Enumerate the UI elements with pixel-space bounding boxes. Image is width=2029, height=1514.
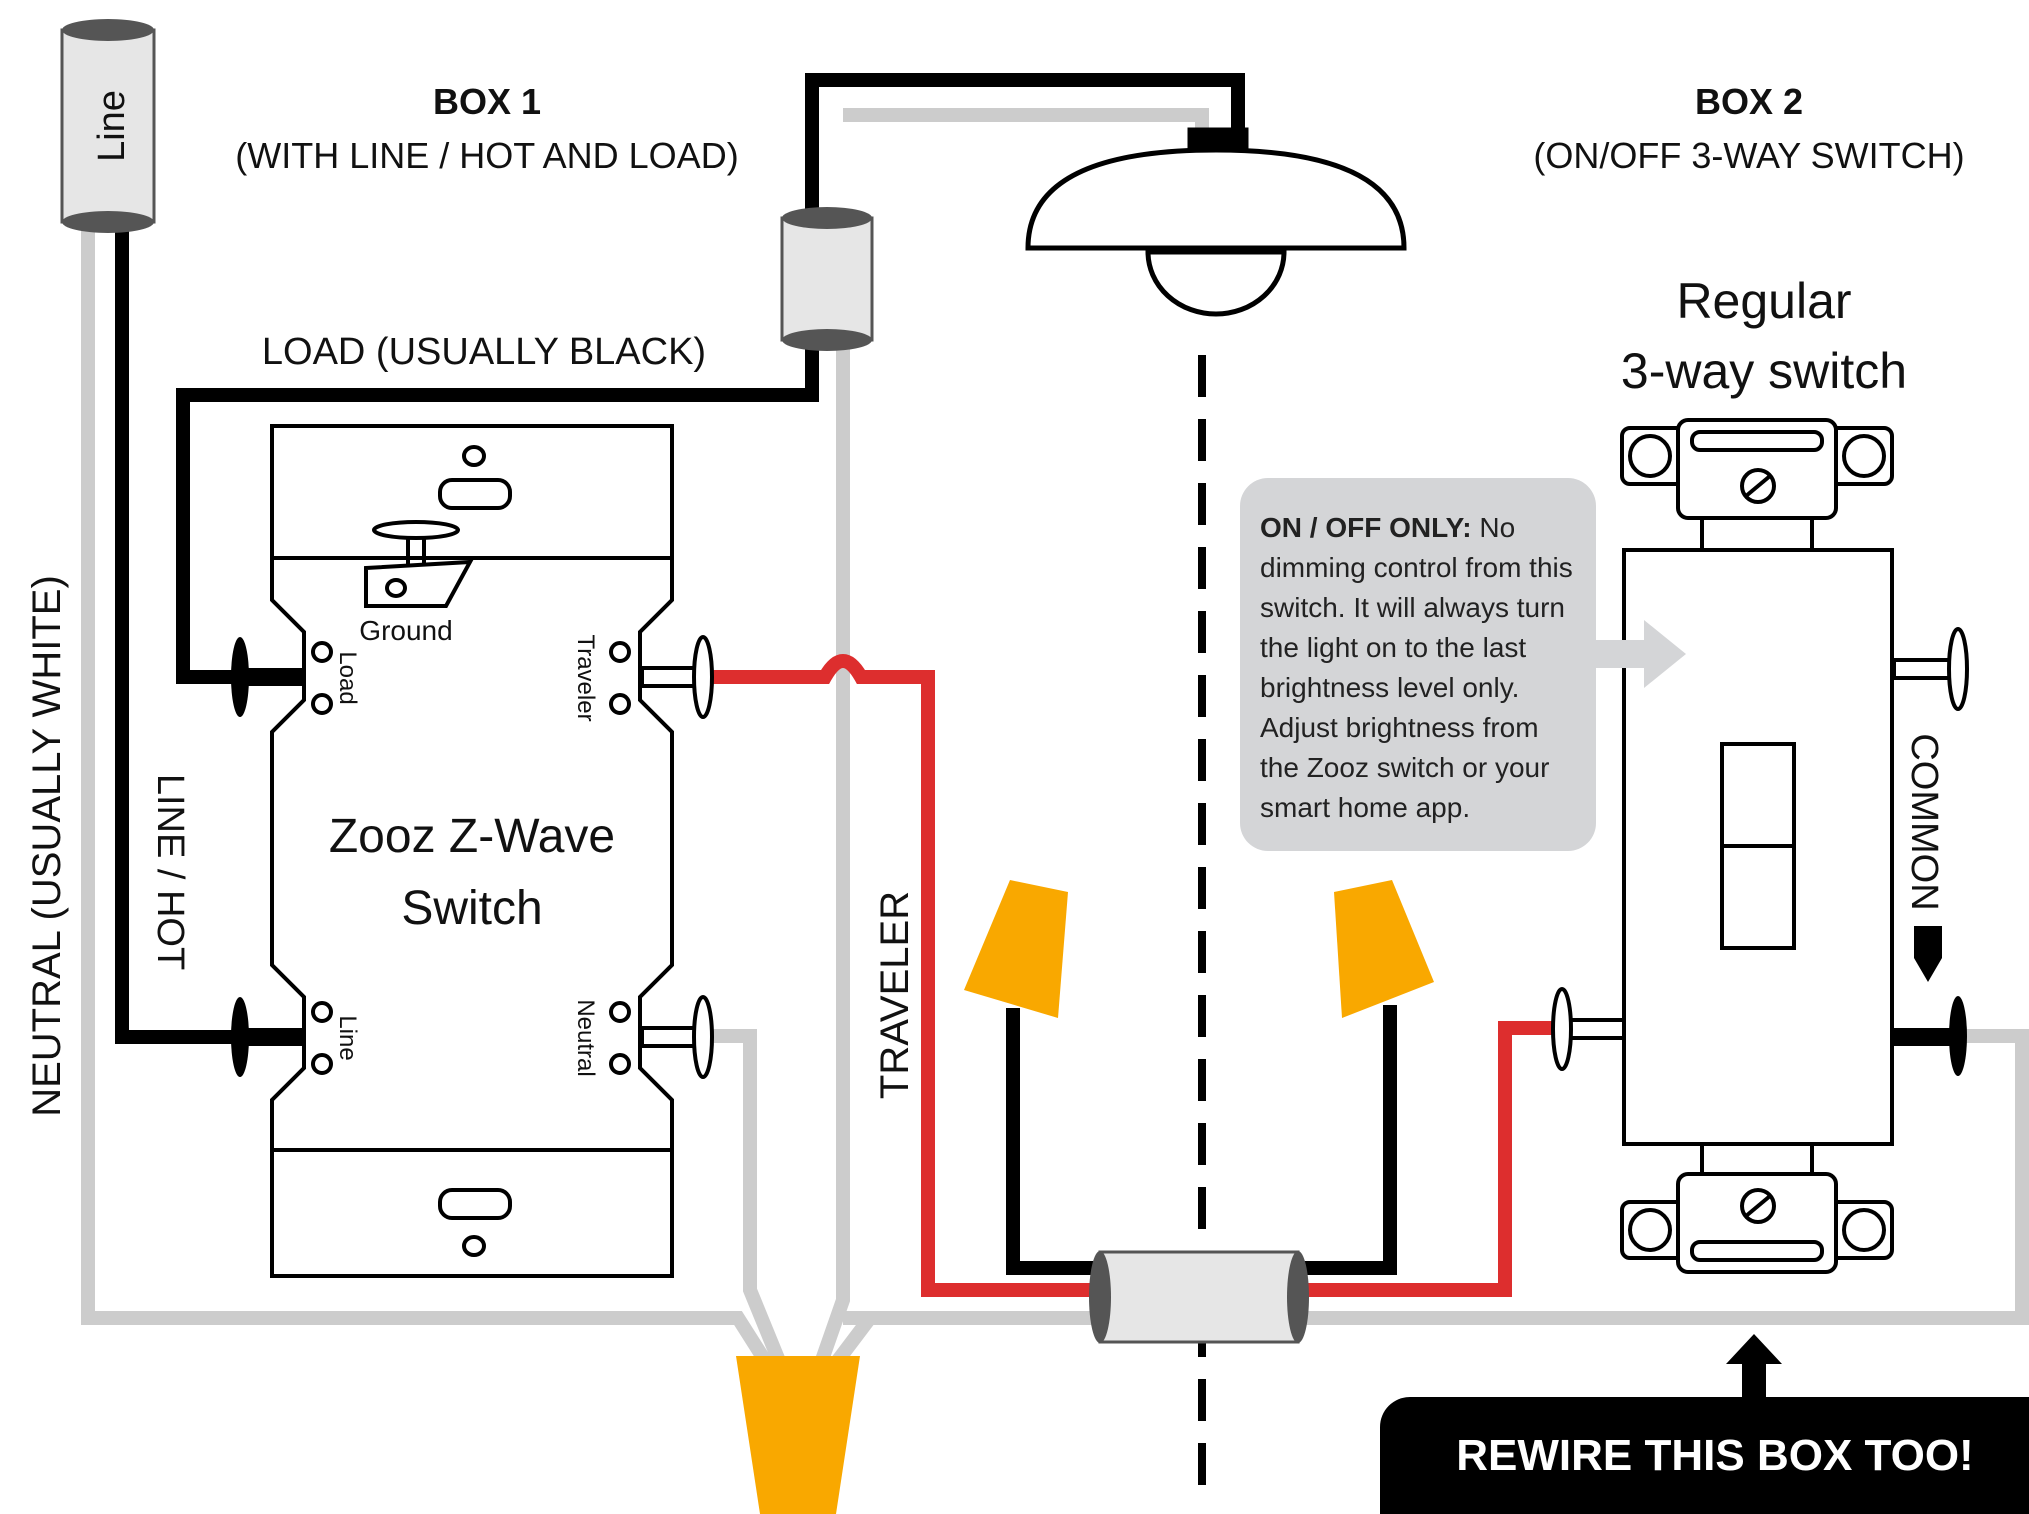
load-label: LOAD (USUALLY BLACK) — [262, 331, 706, 373]
note-bold-label: ON / OFF ONLY: — [1260, 512, 1472, 543]
wire-nuts — [736, 880, 1434, 1514]
zooz-name-line2: Switch — [401, 882, 542, 935]
zooz-left-terminals — [231, 637, 304, 1077]
box2-subtitle: (ON/OFF 3-WAY SWITCH) — [1533, 135, 1964, 176]
box1-subtitle: (WITH LINE / HOT AND LOAD) — [235, 135, 738, 176]
load-connector — [780, 207, 874, 351]
zooz-switch — [270, 424, 674, 1278]
load-terminal-label: Load — [334, 651, 361, 704]
line-cap-label: Line — [91, 90, 133, 162]
splice-connector — [1089, 1250, 1309, 1344]
note-text: No dimming control from this switch. It … — [1260, 512, 1573, 823]
zooz-name-line1: Zooz Z-Wave — [329, 810, 615, 863]
traveler-terminal-label: Traveler — [572, 634, 599, 721]
rewire-callout-text: REWIRE THIS BOX TOO! — [1456, 1430, 1974, 1480]
regular-switch-terminals — [1551, 627, 1969, 1076]
wire-nut-left — [964, 880, 1068, 1018]
neutral-terminal-label: Neutral — [572, 999, 599, 1076]
wire-nut-right — [1334, 880, 1434, 1018]
on-off-only-note: ON / OFF ONLY: No dimming control from t… — [1240, 478, 1596, 851]
box2-title: BOX 2 — [1695, 81, 1803, 122]
traveler-wires — [712, 654, 1558, 1297]
up-arrow-icon — [1726, 1334, 1782, 1398]
zooz-right-terminals — [640, 635, 714, 1079]
light-fixture-icon — [1025, 127, 1407, 317]
common-arrow-icon — [1914, 926, 1942, 982]
line-hot-label: LINE / HOT — [149, 774, 191, 970]
neutral-label: NEUTRAL (USUALLY WHITE) — [25, 575, 69, 1117]
rewire-box-callout: REWIRE THIS BOX TOO! — [1380, 1397, 2029, 1514]
note-pointer-arrow-icon — [1596, 620, 1686, 688]
common-label: COMMON — [1903, 733, 1945, 910]
wire-nut-bottom — [736, 1356, 860, 1514]
regular-switch-name-line1: Regular — [1676, 273, 1851, 329]
ground-label: Ground — [359, 615, 452, 646]
traveler-label: TRAVELER — [873, 891, 917, 1099]
box1-title: BOX 1 — [433, 81, 541, 122]
line-terminal-label: Line — [334, 1015, 361, 1060]
regular-switch-name-line2: 3-way switch — [1621, 343, 1907, 399]
regular-3way-switch — [1620, 418, 1894, 1274]
line-cable-cap: Line — [60, 19, 156, 233]
